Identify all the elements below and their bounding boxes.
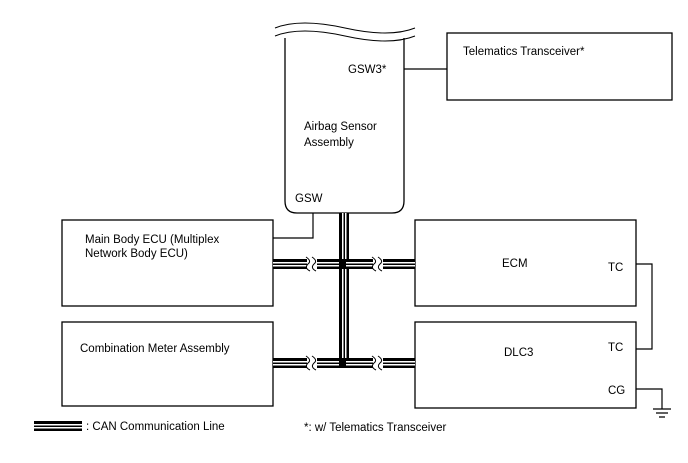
dlc3-pin-cg: CG — [608, 385, 625, 397]
legend-can-line-label: : CAN Communication Line — [86, 421, 225, 433]
airbag-label-line1: Airbag Sensor — [304, 121, 377, 133]
can-line-combination-meter — [273, 354, 349, 372]
airbag-pin-gsw: GSW — [295, 193, 323, 205]
combination-meter-label: Combination Meter Assembly — [80, 343, 230, 355]
combination-meter-assembly: Combination Meter Assembly — [61, 321, 274, 407]
airbag-sensor-assembly: Airbag Sensor Assembly GSW GSW3* — [274, 22, 416, 214]
main-body-ecu-label-line2: Network Body ECU) — [85, 248, 188, 260]
ground-symbol — [636, 388, 671, 418]
legend-can-line: : CAN Communication Line — [34, 421, 225, 433]
gsw-main-body-wire — [273, 213, 314, 239]
airbag-label-line2: Assembly — [304, 137, 354, 149]
dlc3: DLC3 TC CG — [414, 321, 637, 409]
ecm-label: ECM — [502, 258, 528, 270]
airbag-pin-gsw3: GSW3* — [348, 64, 387, 76]
tc-tc-wire — [636, 263, 653, 350]
dlc3-pin-tc: TC — [608, 342, 623, 354]
telematics-transceiver: Telematics Transceiver* — [446, 32, 673, 101]
can-line-main-body-ecu — [273, 255, 349, 273]
main-body-ecu: Main Body ECU (Multiplex Network Body EC… — [61, 219, 274, 307]
ecm-pin-tc: TC — [608, 262, 623, 274]
telematics-label: Telematics Transceiver* — [463, 46, 585, 58]
can-line-dlc3 — [339, 354, 415, 372]
main-body-ecu-label-line1: Main Body ECU (Multiplex — [85, 234, 219, 246]
dlc3-label: DLC3 — [504, 347, 533, 359]
ecm: ECM TC — [414, 219, 637, 307]
can-line-ecm — [339, 255, 415, 273]
legend-footnote: *: w/ Telematics Transceiver — [304, 422, 446, 434]
can-bus-trunk — [339, 213, 349, 363]
